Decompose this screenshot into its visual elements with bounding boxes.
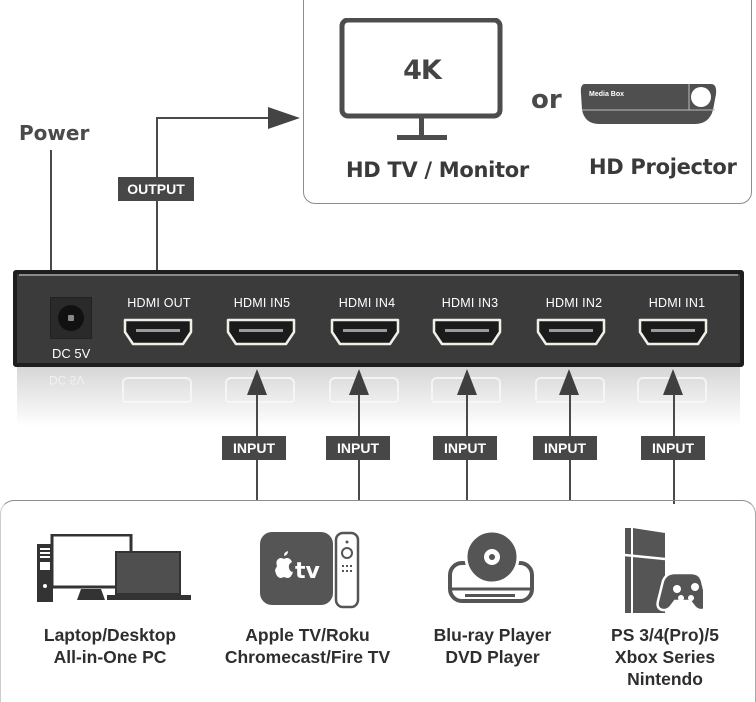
- dc-power-jack[interactable]: [50, 297, 92, 339]
- projector-brand-text: Media Box: [589, 91, 625, 98]
- source-line: Blu-ray Player: [433, 625, 552, 645]
- input-tag: INPUT: [326, 436, 390, 460]
- source-line: Nintendo: [627, 669, 703, 689]
- port-label-hdmi-out: HDMI OUT: [127, 296, 191, 310]
- display-output-box: 4K HD TV / Monitor or Media Box HD Proje…: [303, 0, 752, 204]
- dc-port-label: DC 5V: [52, 346, 91, 361]
- game-console-icon: [624, 528, 703, 613]
- monitor-4k-badge: 4K: [403, 55, 442, 86]
- computer-icon: [37, 534, 191, 602]
- power-label: Power: [19, 121, 90, 145]
- dc-jack-hole: [58, 305, 84, 331]
- hdmi-switch-device: DC 5V HDMI OUT HDMI IN5 HDMI IN4 HDMI IN…: [13, 270, 744, 367]
- input-tag: INPUT: [222, 436, 286, 460]
- output-arrow-icon: [268, 107, 300, 129]
- input-arrow-icon: [663, 369, 683, 395]
- hdmi-in2-port[interactable]: [535, 317, 607, 347]
- port-label-hdmi-in3: HDMI IN3: [441, 296, 499, 310]
- input-arrow-icon: [247, 369, 267, 395]
- monitor-label: HD TV / Monitor: [346, 158, 529, 182]
- device-reflection: DC 5V: [17, 367, 740, 427]
- input-arrow-icon: [559, 369, 579, 395]
- source-line: Laptop/Desktop: [43, 625, 177, 645]
- input-arrow-icon: [349, 369, 369, 395]
- reflection-port: [122, 377, 192, 403]
- apple-tv-badge: tv: [295, 559, 321, 584]
- port-label-hdmi-in2: HDMI IN2: [545, 296, 603, 310]
- source-line: PS 3/4(Pro)/5: [611, 625, 719, 645]
- apple-tv-icon: tv: [260, 531, 360, 609]
- input-arrow-icon: [457, 369, 477, 395]
- port-label-hdmi-in5: HDMI IN5: [233, 296, 291, 310]
- source-line: DVD Player: [445, 647, 540, 667]
- source-label-game-console: PS 3/4(Pro)/5 Xbox Series Nintendo: [580, 624, 750, 690]
- disc-player-icon: [448, 529, 534, 603]
- input-tag: INPUT: [433, 436, 497, 460]
- output-tag: OUTPUT: [118, 177, 194, 201]
- source-line: Apple TV/Roku: [245, 625, 370, 645]
- source-label-computer: Laptop/Desktop All-in-One PC: [10, 624, 210, 668]
- hdmi-in3-port[interactable]: [431, 317, 503, 347]
- input-tag: INPUT: [533, 436, 597, 460]
- source-label-disc-player: Blu-ray Player DVD Player: [405, 624, 580, 668]
- hdmi-in4-port[interactable]: [329, 317, 401, 347]
- reflection-dc-label: DC 5V: [49, 373, 85, 387]
- source-label-streaming: Apple TV/Roku Chromecast/Fire TV: [205, 624, 410, 668]
- projector-label: HD Projector: [589, 155, 737, 179]
- port-label-hdmi-in1: HDMI IN1: [648, 296, 706, 310]
- hdmi-out-port[interactable]: [122, 317, 194, 347]
- port-label-hdmi-in4: HDMI IN4: [338, 296, 396, 310]
- monitor-icon: [339, 18, 503, 140]
- projector-icon: [580, 84, 717, 124]
- hdmi-in5-port[interactable]: [225, 317, 297, 347]
- or-label: or: [531, 85, 562, 115]
- power-connector-line: [50, 150, 52, 272]
- output-connector-line-horizontal: [156, 117, 268, 119]
- source-line: Chromecast/Fire TV: [224, 647, 391, 667]
- source-line: Xbox Series: [614, 647, 716, 667]
- hdmi-in1-port[interactable]: [637, 317, 709, 347]
- input-tag: INPUT: [641, 436, 705, 460]
- source-line: All-in-One PC: [53, 647, 167, 667]
